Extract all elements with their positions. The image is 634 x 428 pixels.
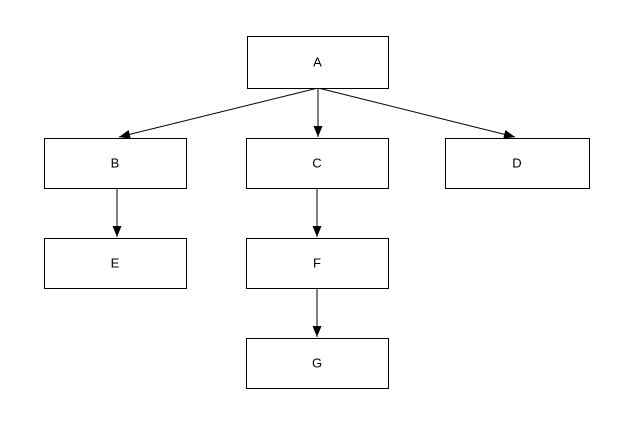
node-label: B [111, 155, 120, 170]
node-box[interactable] [44, 138, 187, 189]
edge-a-to-b [118, 87, 319, 139]
edges-layer [112, 87, 516, 337]
node-box[interactable] [44, 238, 187, 289]
edge-a-to-c [313, 88, 323, 137]
node-label: D [512, 155, 521, 170]
node-box[interactable] [247, 36, 389, 89]
node-c[interactable]: C [246, 138, 389, 189]
node-label: E [111, 255, 120, 270]
node-box[interactable] [246, 138, 389, 189]
edge-a-to-d [317, 87, 516, 139]
edge-b-to-e [112, 188, 122, 237]
edge-line [317, 87, 516, 138]
node-label: C [312, 155, 321, 170]
node-label: F [313, 255, 321, 270]
node-box[interactable] [246, 238, 389, 289]
edge-c-to-f [312, 188, 322, 237]
edge-line [118, 87, 319, 138]
node-box[interactable] [246, 338, 389, 389]
edge-f-to-g [312, 288, 322, 337]
node-g[interactable]: G [246, 338, 389, 389]
node-e[interactable]: E [44, 238, 187, 289]
arrowhead-icon [312, 226, 322, 237]
node-b[interactable]: B [44, 138, 187, 189]
nodes-layer: A B C D E F G [44, 36, 590, 389]
node-label: G [312, 355, 322, 370]
arrowhead-icon [119, 130, 131, 139]
node-box[interactable] [445, 138, 590, 189]
node-label: A [313, 54, 322, 69]
node-a[interactable]: A [247, 36, 389, 89]
node-d[interactable]: D [445, 138, 590, 189]
arrowhead-icon [313, 126, 323, 137]
node-f[interactable]: F [246, 238, 389, 289]
arrowhead-icon [312, 326, 322, 337]
arrowhead-icon [503, 129, 515, 139]
arrowhead-icon [112, 226, 122, 237]
